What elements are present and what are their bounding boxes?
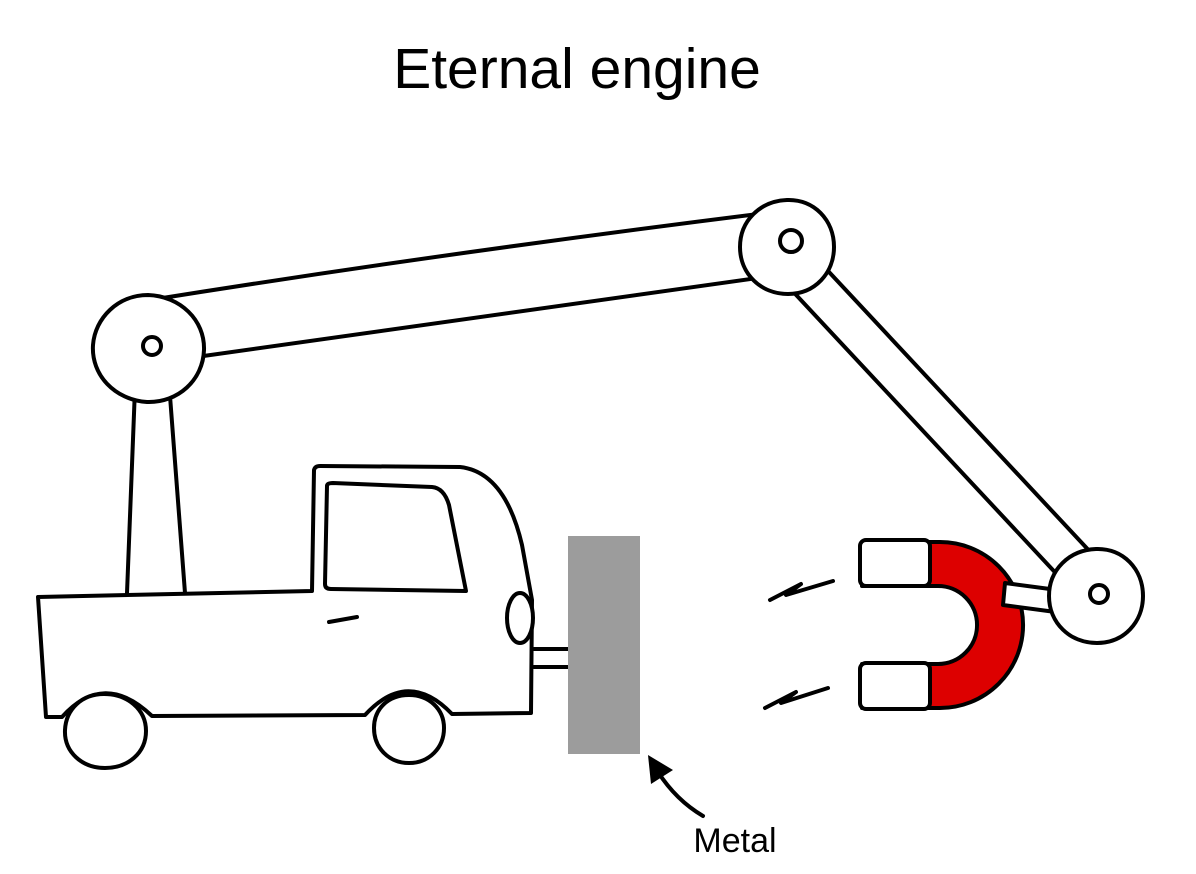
crane-arm-lower bbox=[783, 255, 1097, 585]
metal-label: Metal bbox=[693, 822, 776, 860]
metal-arrow bbox=[648, 755, 705, 818]
magnet-pole-top bbox=[858, 538, 932, 588]
crane-top-joint-hole bbox=[778, 228, 804, 254]
truck-door-handle bbox=[327, 615, 359, 624]
crane-support-rear-line bbox=[168, 394, 187, 595]
attraction-wave-top bbox=[768, 579, 835, 602]
crane-base-joint bbox=[90, 293, 207, 405]
metal-plate bbox=[568, 536, 640, 754]
attraction-wave-bottom bbox=[763, 686, 830, 710]
metal-arrow-head bbox=[648, 755, 673, 784]
crane-end-joint-hole bbox=[1088, 583, 1110, 605]
crane-top-joint bbox=[738, 197, 836, 296]
truck-rear-wheel bbox=[62, 692, 148, 770]
truck-cab-window bbox=[323, 481, 468, 593]
truck-headlight bbox=[505, 591, 535, 645]
crane-arm-upper bbox=[148, 208, 802, 362]
crane-base-joint-hole bbox=[141, 335, 163, 357]
crane-end-joint bbox=[1047, 546, 1145, 645]
metal-arrow-shaft bbox=[656, 770, 705, 818]
diagram-title: Eternal engine bbox=[393, 37, 761, 101]
crane-support-front-line bbox=[125, 386, 137, 595]
truck-front-wheel bbox=[372, 693, 446, 765]
magnet-pole-bottom bbox=[858, 661, 932, 711]
